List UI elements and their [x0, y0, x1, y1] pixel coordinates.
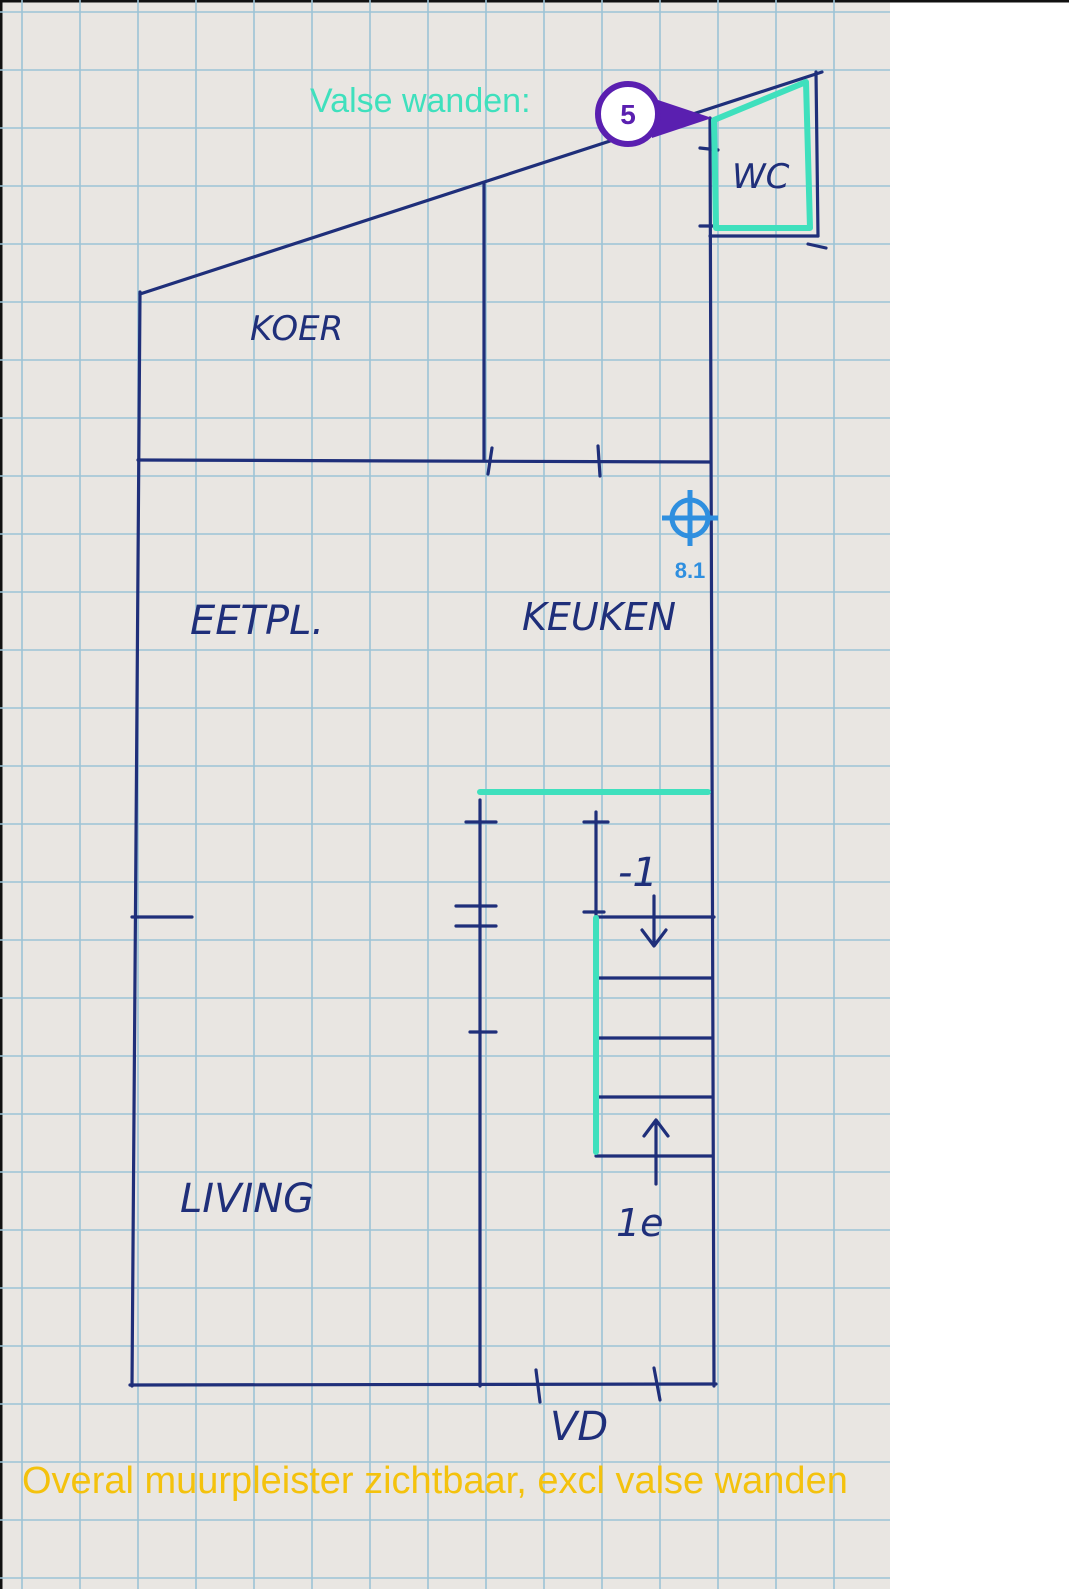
wall-wc-right — [814, 70, 820, 238]
room-label-eetpl: EETPL. — [190, 598, 324, 644]
wall-koer-bottom — [136, 458, 712, 464]
room-label-koer: KOER — [250, 309, 343, 349]
stair-label-up: 1e — [616, 1201, 664, 1245]
wall-top-slanted — [138, 70, 824, 296]
footer-note: Overal muurpleister zichtbaar, excl vals… — [22, 1460, 848, 1502]
wall-bottom — [128, 1382, 718, 1387]
graph-paper — [0, 0, 890, 1589]
stair-down-arrow — [640, 894, 668, 948]
wall-left — [130, 290, 142, 1388]
false-walls — [477, 79, 813, 1155]
room-label-living: LIVING — [180, 1176, 314, 1222]
stair-up-arrow — [642, 1118, 670, 1186]
tick — [486, 446, 494, 476]
tick — [596, 444, 602, 478]
false-walls-label: Valse wanden: — [310, 82, 531, 120]
white-margin — [890, 0, 1069, 1589]
tick — [534, 1368, 542, 1404]
marker-circle — [595, 81, 661, 147]
marker-pointer — [652, 98, 712, 138]
wall-right — [708, 116, 716, 1388]
crosshair-target[interactable]: 8.1 — [662, 490, 718, 583]
marker-number: 5 — [620, 99, 636, 130]
tick — [806, 242, 828, 250]
tick — [652, 1366, 662, 1402]
stair-label-down: -1 — [618, 850, 658, 896]
room-label-wc: WC — [732, 157, 790, 197]
target-label: 8.1 — [675, 558, 706, 583]
walls — [128, 70, 828, 1404]
marker-pin[interactable]: 5 — [595, 81, 712, 147]
room-label-keuken: KEUKEN — [522, 595, 676, 639]
room-label-vd: VD — [550, 1404, 608, 1450]
false-wall-wc — [711, 79, 813, 231]
